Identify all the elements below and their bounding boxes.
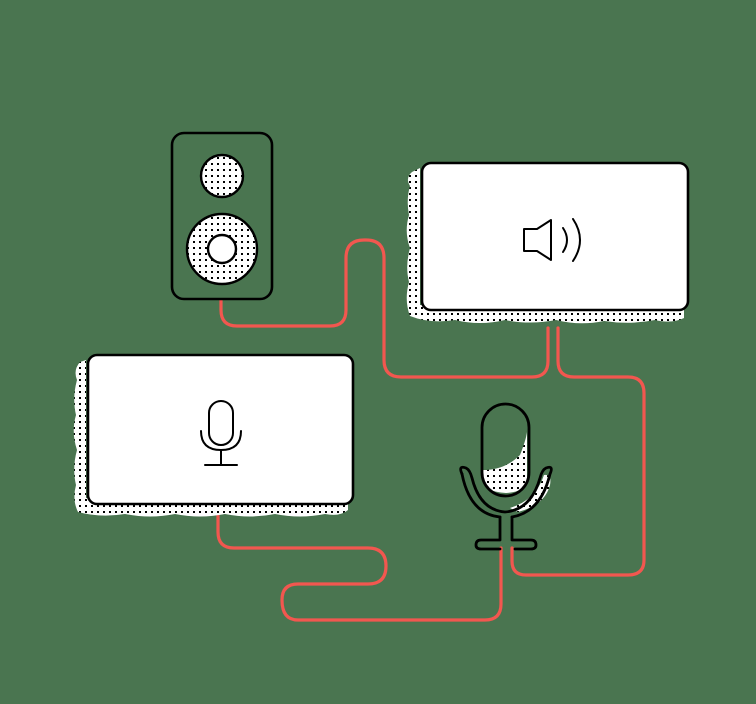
speaker-window bbox=[406, 161, 690, 324]
desk-microphone bbox=[459, 402, 553, 551]
cable-speaker-to-desk-mic bbox=[219, 238, 550, 379]
microphone-icon bbox=[200, 400, 242, 466]
woofer-cap bbox=[206, 233, 238, 265]
speaker-volume-icon bbox=[523, 218, 581, 262]
mic-yoke-shade bbox=[510, 474, 551, 512]
mic-window bbox=[73, 353, 355, 517]
cable-window-to-desk-mic bbox=[510, 326, 646, 577]
cable-mic-window-to-desk-mic bbox=[216, 513, 503, 622]
tweeter bbox=[199, 153, 245, 199]
mic-capsule-shade bbox=[483, 432, 527, 493]
cables bbox=[216, 238, 646, 622]
speaker-cabinet bbox=[170, 131, 274, 301]
